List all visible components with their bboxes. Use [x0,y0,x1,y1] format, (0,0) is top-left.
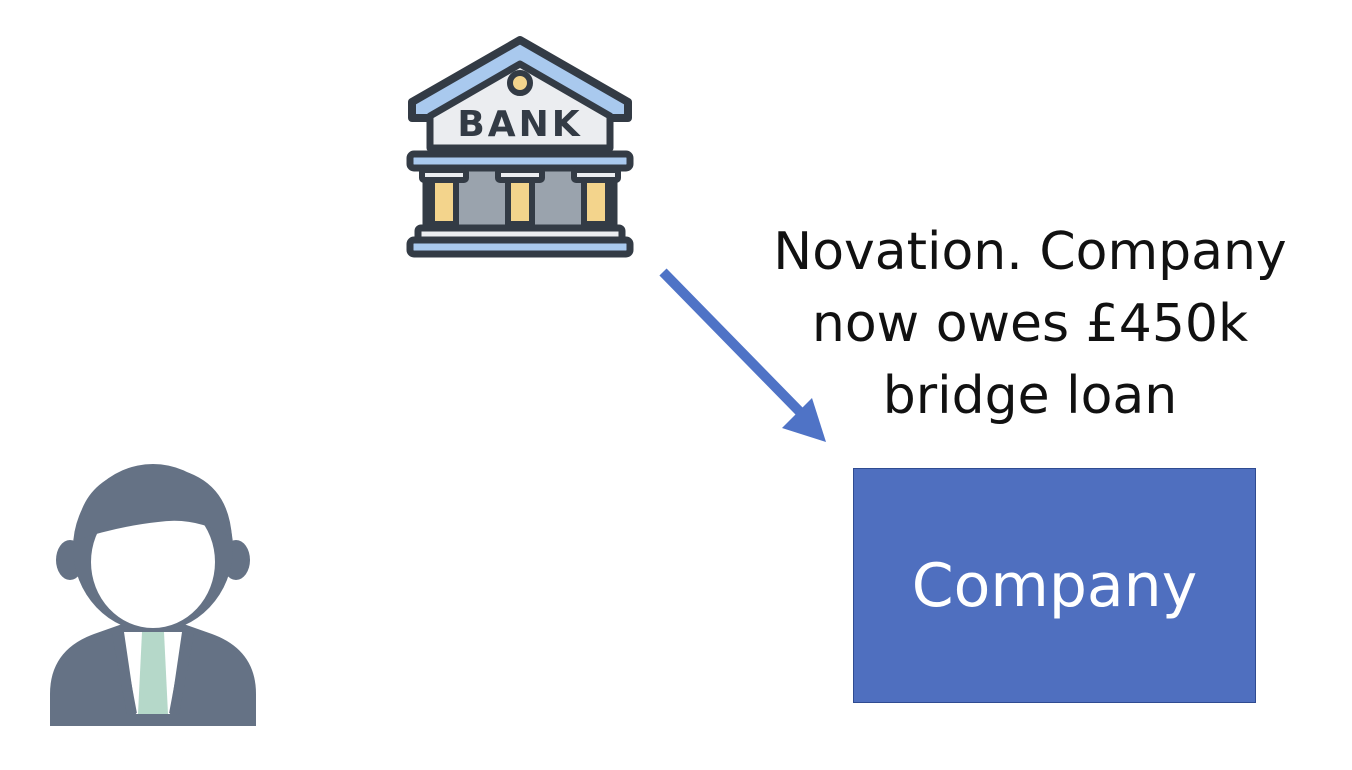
bank-sign-text: BANK [457,104,582,145]
bank-step-lower [406,236,634,258]
company-label: Company [911,550,1198,621]
company-box: Company [853,468,1256,703]
person-lapel-right [169,627,195,715]
bank-coin [507,70,533,96]
bank-columns [419,167,621,227]
bank-icon: BANK [406,36,634,258]
person-icon [50,464,256,726]
novation-label-line-2: now owes £450k [811,294,1249,354]
novation-label: Novation. Company now owes £450k bridge … [770,216,1290,432]
person-hair [76,466,232,540]
person-lapel-left [111,627,137,715]
person-tie [138,632,168,714]
novation-label-line-3: bridge loan [882,366,1178,426]
novation-label-line-1: Novation. Company [773,222,1287,282]
bank-pediment [426,60,614,152]
person-face [91,496,215,628]
